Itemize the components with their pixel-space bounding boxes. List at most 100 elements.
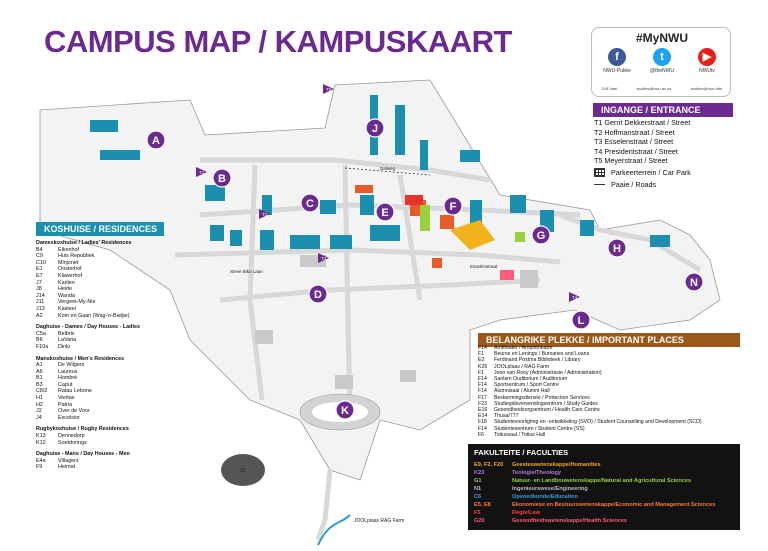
faculty-code: E5, E8 <box>474 502 491 508</box>
important-place-code: F14 <box>478 382 487 389</box>
gold-buildings <box>450 220 495 250</box>
important-place-name: Studiegidsversendingsentrum / Study Guid… <box>494 400 598 407</box>
faculty-name: Teologie/Theology <box>512 470 561 476</box>
faculty-name: Regte/Law <box>512 510 540 516</box>
important-place-name: Beskermingsdienste / Protection Services <box>494 394 590 401</box>
entrance-heading: INGANGE / ENTRANCE <box>593 103 733 117</box>
zone-d-marker[interactable]: D <box>308 284 328 304</box>
mens-residence-name: Over de Voor <box>58 408 90 415</box>
important-place-name: Studentesentrum / Student Centre (SS) <box>494 425 585 432</box>
ladies-residence-name: Wanda <box>58 292 75 299</box>
road-dalweg: Dalweg <box>380 166 396 171</box>
important-place-row: E2 Ferdinand Postma Biblioteek / Library <box>478 357 740 363</box>
legend-roads: Paaie / Roads <box>594 180 691 190</box>
ladies-residence-code: B4 <box>36 246 43 253</box>
important-place-name: Ferdinand Postma Biblioteek / Library <box>494 357 581 364</box>
social-media-box: #MyNWU f NWU-Pukke t @theNWU ▶ NWUtv 018… <box>591 27 731 97</box>
twitter-item[interactable]: t @theNWU <box>645 48 679 74</box>
mens-residence-name: Ratau Lebone <box>58 388 92 395</box>
mens-residence-code: H1 <box>36 395 43 402</box>
carpark-icon <box>594 168 605 178</box>
faculty-row: E9, F2, F20 Geesteswetenskappe/Humanities <box>474 461 734 469</box>
ladies-residence-code: E1 <box>36 266 43 273</box>
important-place-code: F23 <box>478 400 487 407</box>
road-icon <box>594 183 605 185</box>
entrance-t1-marker[interactable]: T1 <box>196 167 207 177</box>
zone-a-marker[interactable]: A <box>146 130 166 150</box>
entrance-t5-marker[interactable]: T5 <box>323 84 334 94</box>
mens-residence-name: Veritas <box>58 395 75 402</box>
zone-h-marker[interactable]: H <box>607 238 627 258</box>
important-place-code: E2 <box>478 357 485 364</box>
zone-n-marker[interactable]: N <box>684 272 704 292</box>
faculty-code: E9, F2, F20 <box>474 462 504 468</box>
zone-l-marker[interactable]: L <box>571 310 591 330</box>
entrance-t3-marker[interactable]: T3 <box>318 253 329 263</box>
ladies-residence-name: Kasteel <box>58 305 76 312</box>
entrance-t4-marker[interactable]: T4 <box>569 292 580 302</box>
important-place-row: F17 Beskermingsdienste / Protection Servi… <box>478 395 740 401</box>
zone-label: H <box>613 243 621 255</box>
zone-label: C <box>306 198 314 210</box>
ladies-residence-code: J11 <box>36 299 45 306</box>
zone-b-marker[interactable]: B <box>212 168 232 188</box>
important-place-code: F6 <box>478 431 485 438</box>
facebook-item[interactable]: f NWU-Pukke <box>600 48 634 74</box>
faculty-row: K23 Teologie/Theology <box>474 469 734 477</box>
zone-g-marker[interactable]: G <box>531 225 551 245</box>
entrance-t2-marker[interactable]: T2 <box>259 209 270 219</box>
important-place-code: F14 <box>478 376 487 383</box>
zone-j-marker[interactable]: J <box>365 118 385 138</box>
pink-building <box>500 270 514 280</box>
facebook-icon: f <box>608 48 626 66</box>
mens-residence-code: C8/2 <box>36 388 48 395</box>
important-place-code: F17 <box>478 394 487 401</box>
mens-residence-row: C8/2 Ratau Lebone <box>36 388 186 395</box>
faculty-code: K23 <box>474 470 485 476</box>
hashtag: #MyNWU <box>635 31 688 45</box>
mens-residence-row: H1 Veritas <box>36 395 186 402</box>
twitter-icon: t <box>653 48 671 66</box>
important-place-name: Gesondheidsorgsentrum / Health Care Cent… <box>494 407 600 414</box>
zone-c-marker[interactable]: C <box>300 193 320 213</box>
faculty-name: Opvoedkunde/Education <box>512 494 578 500</box>
zone-f-marker[interactable]: F <box>443 196 463 216</box>
mens-residence-code: A1 <box>36 362 43 369</box>
ladies-residence-code: J7 <box>36 279 42 286</box>
zone-k-marker[interactable]: K <box>335 400 355 420</box>
faculty-name: Geesteswetenskappe/Humanities <box>512 462 601 468</box>
youtube-item[interactable]: ▶ NWUtv <box>690 48 724 74</box>
important-place-name: Totiussaal / Totius Hall <box>494 431 546 438</box>
mens-residence-code: B3 <box>36 381 43 388</box>
important-place-name: Amfiteater / Amphitheatre <box>494 345 553 351</box>
entrance-label: T2 <box>262 212 268 217</box>
zone-label: D <box>314 289 322 301</box>
campus-outline <box>39 79 721 481</box>
road-steve-biko: Steve Biko Laan <box>230 269 263 274</box>
zone-e-marker[interactable]: E <box>375 202 395 222</box>
important-place-name: Beurse en Lenings / Bursaries and Loans <box>494 351 590 358</box>
important-place-code: F14 <box>478 388 487 395</box>
mens-residence-name: Patria <box>58 401 73 408</box>
